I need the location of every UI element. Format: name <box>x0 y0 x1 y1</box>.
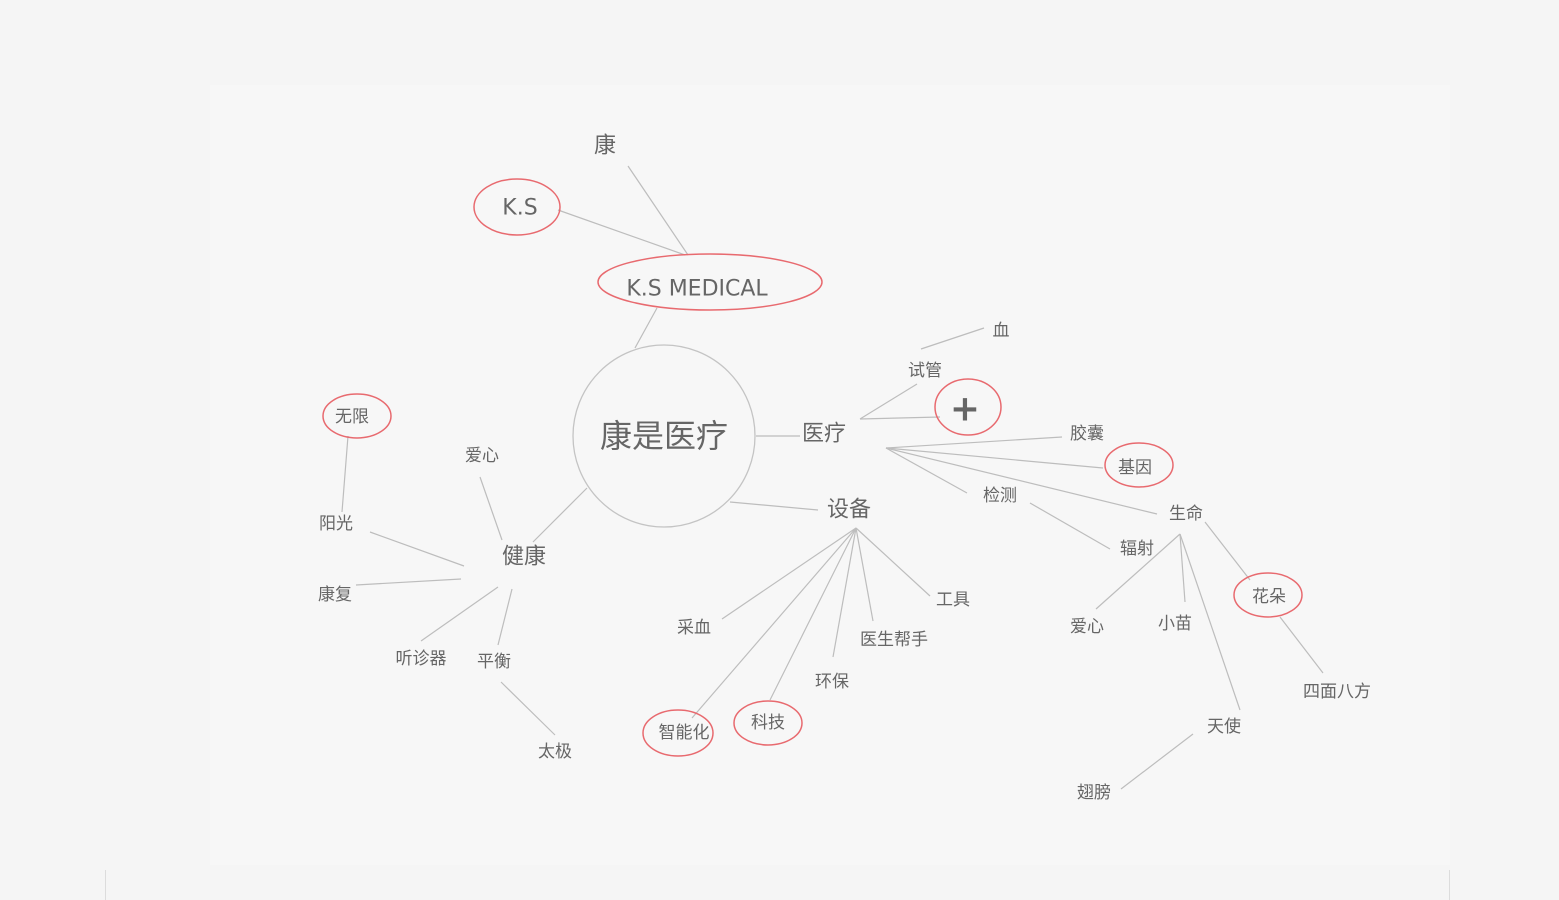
connector-line <box>1179 533 1186 603</box>
highlight-ellipse <box>642 709 714 757</box>
connector-line <box>500 681 556 736</box>
mind-map-node: 血 <box>993 321 1010 341</box>
mind-map-node: 胶囊 <box>1070 424 1104 444</box>
connector-line <box>920 327 985 350</box>
connector-line <box>729 501 819 511</box>
connector-line <box>885 447 1158 515</box>
connector-line <box>691 527 857 719</box>
connector-line <box>1095 533 1181 610</box>
mind-map-node: 爱心 <box>1070 617 1104 637</box>
connector-line <box>769 527 857 701</box>
mind-map-node: 检测 <box>983 486 1017 506</box>
connector-line <box>369 531 465 567</box>
connector-line <box>832 527 857 658</box>
connector-line <box>885 447 968 494</box>
mind-map-node: 生命 <box>1169 504 1203 524</box>
connector-line <box>721 527 857 620</box>
mind-map-node: K.S <box>502 196 537 221</box>
highlight-ellipse <box>322 393 392 439</box>
connector-line <box>1029 502 1111 550</box>
connector-line <box>479 476 503 541</box>
connector-line <box>1120 733 1194 790</box>
mind-map-node: 花朵 <box>1252 587 1286 607</box>
mind-map-node: 四面八方 <box>1303 682 1371 702</box>
mind-map-node: K.S MEDICAL <box>626 277 768 302</box>
mind-map-node: 设备 <box>827 498 871 523</box>
mind-map-node: 医疗 <box>802 422 846 447</box>
mind-map-node: 太极 <box>538 742 572 762</box>
mind-map-node: 医生帮手 <box>860 630 928 650</box>
mind-map-node: 康复 <box>318 585 352 605</box>
mind-map-node: 爱心 <box>465 446 499 466</box>
connector-line <box>532 487 588 543</box>
connector-line <box>855 527 874 622</box>
highlight-ellipse <box>597 253 823 311</box>
highlight-ellipse <box>733 700 803 746</box>
connector-line <box>420 586 499 642</box>
mind-map-node: 无限 <box>335 407 369 427</box>
highlight-ellipse <box>934 378 1002 436</box>
connector-line <box>885 447 1104 469</box>
center-node: 康是医疗 <box>600 417 728 455</box>
divider-left <box>105 870 106 900</box>
highlight-ellipse <box>1233 572 1303 618</box>
connector-line <box>627 165 689 256</box>
connector-line <box>885 436 1063 449</box>
mind-map-node: 环保 <box>815 672 849 692</box>
mind-map-node: 天使 <box>1207 716 1241 737</box>
mind-map-node: 试管 <box>908 361 942 381</box>
connector-line <box>859 383 918 420</box>
mind-map-node: 健康 <box>502 545 546 570</box>
mind-map-node: 基因 <box>1118 458 1152 478</box>
connector-line <box>497 588 513 646</box>
highlight-ellipse <box>1104 442 1174 488</box>
mind-map-node: 辐射 <box>1120 539 1154 559</box>
connector-line <box>355 578 462 586</box>
plus-icon: + <box>950 389 980 430</box>
canvas-panel <box>210 85 1450 865</box>
highlight-ellipse <box>473 178 561 236</box>
connector-line <box>557 209 686 256</box>
center-node-circle <box>572 344 756 528</box>
mind-map-node: 智能化 <box>659 723 710 743</box>
mind-map-node: 科技 <box>751 713 785 733</box>
connector-line <box>341 435 349 513</box>
connector-line <box>855 527 931 597</box>
mind-map-node: 工具 <box>936 590 970 610</box>
mind-map-node: 采血 <box>677 618 711 638</box>
mind-map-node: 小苗 <box>1158 614 1192 634</box>
divider-right <box>1449 870 1450 900</box>
connector-line <box>859 416 941 420</box>
connector-line <box>634 307 658 349</box>
connector-line <box>1204 521 1251 581</box>
mind-map-node: 康 <box>594 134 616 159</box>
mind-map-node: 阳光 <box>319 514 353 534</box>
mind-map-node: 翅膀 <box>1077 783 1111 803</box>
mind-map-node: 平衡 <box>477 652 511 672</box>
mind-map-node: 听诊器 <box>396 649 447 669</box>
connector-line <box>1279 616 1324 674</box>
connector-line <box>1179 533 1241 711</box>
